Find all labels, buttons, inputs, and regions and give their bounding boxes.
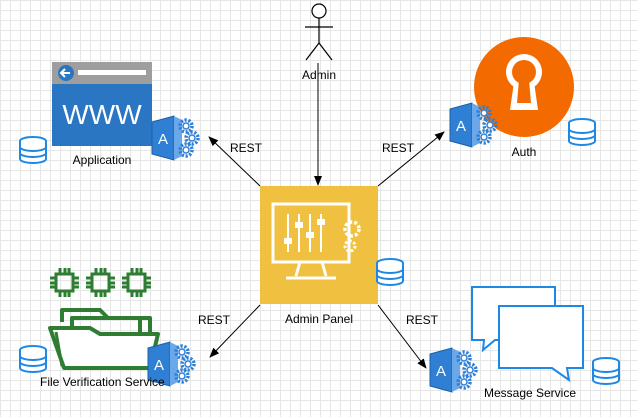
message-service-node[interactable]: A Message Service xyxy=(430,286,620,400)
api-gateway-icon: A xyxy=(152,116,198,160)
admin-panel-tile xyxy=(260,186,378,304)
edge-admin-panel-to-application[interactable] xyxy=(208,136,261,187)
actor-icon xyxy=(305,3,333,61)
edges xyxy=(208,63,445,369)
cpu-chip-icon xyxy=(50,268,79,297)
edge-label-application: REST xyxy=(230,141,263,155)
admin-monitor-icon xyxy=(271,202,361,280)
api-gateway-icon: A xyxy=(148,342,194,386)
application-node[interactable]: WWW A Application xyxy=(19,62,198,167)
database-icon xyxy=(592,357,620,385)
edge-label-auth: REST xyxy=(382,141,415,155)
database-icon xyxy=(19,136,47,164)
api-gateway-icon: A xyxy=(430,348,476,392)
edge-label-file-verification: REST xyxy=(198,313,231,327)
chat-bubbles-icon xyxy=(471,286,584,383)
cpu-chip-icon xyxy=(86,268,115,297)
database-icon xyxy=(568,118,596,146)
www-banner-text: WWW xyxy=(62,99,142,130)
folder-icon xyxy=(48,308,160,370)
api-badge-letter: A xyxy=(436,363,446,380)
file-verification-node[interactable]: A File Verification Service xyxy=(19,268,194,389)
auth-node[interactable]: A Auth xyxy=(450,37,596,159)
auth-label: Auth xyxy=(512,145,537,159)
api-gateway-icon: A xyxy=(450,103,496,147)
application-label: Application xyxy=(73,153,132,167)
admin-actor-node[interactable]: Admin xyxy=(302,3,336,82)
api-badge-letter: A xyxy=(158,131,168,148)
admin-panel-node[interactable]: Admin Panel xyxy=(260,186,404,326)
admin-label: Admin xyxy=(302,68,336,82)
keyhole-icon xyxy=(474,37,574,137)
edge-admin-panel-to-message-service[interactable] xyxy=(377,304,427,369)
edge-admin-panel-to-file-verification[interactable] xyxy=(209,304,261,358)
edge-label-message-service: REST xyxy=(406,313,439,327)
api-badge-letter: A xyxy=(456,118,466,135)
admin-panel-label: Admin Panel xyxy=(285,312,353,326)
www-browser-icon: WWW xyxy=(52,62,152,146)
file-verification-label: File Verification Service xyxy=(40,375,165,389)
cpu-chip-icon xyxy=(122,268,151,297)
api-badge-letter: A xyxy=(154,357,164,374)
database-icon xyxy=(19,345,47,373)
message-service-label: Message Service xyxy=(484,386,576,400)
edge-admin-panel-to-auth[interactable] xyxy=(377,131,445,187)
database-icon xyxy=(376,258,404,286)
